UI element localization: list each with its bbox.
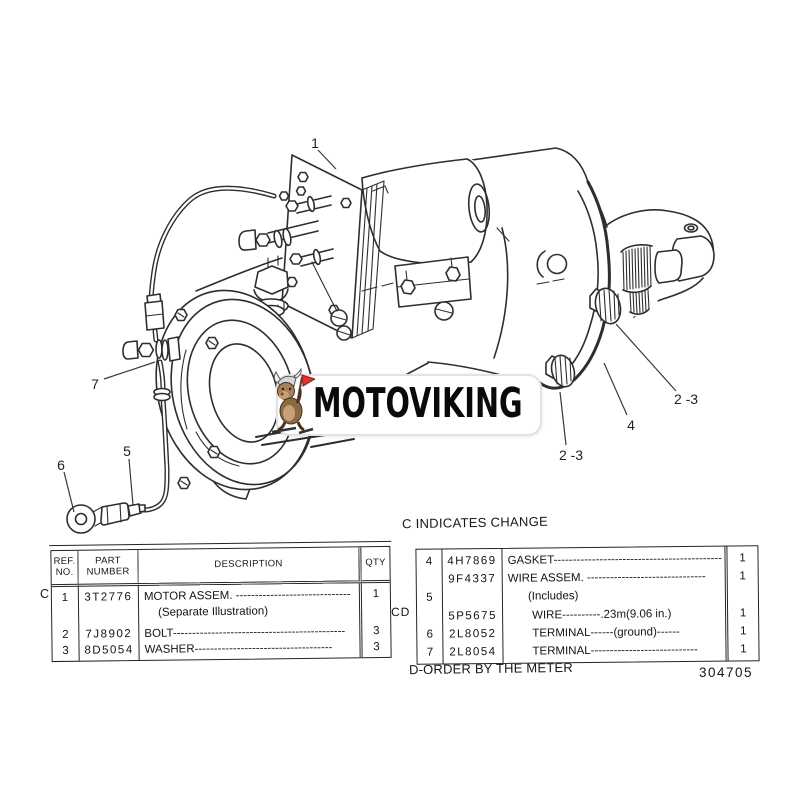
desc-cell: TERMINAL------(ground)------	[532, 625, 680, 640]
desc-cell: (Separate Illustration)	[158, 605, 269, 619]
qty-cell	[731, 586, 755, 604]
header-qty-label: QTY	[365, 557, 386, 569]
column-part: 3T2776 7J8902 8D5054	[78, 586, 140, 661]
motor-line-drawing	[66, 147, 715, 534]
desc-cell: WIRE----------.23m(9.06 in.)	[532, 607, 672, 622]
desc-cell: WIRE ASSEM. ----------------------------…	[507, 570, 706, 586]
header-ref-no: REF. NO.	[51, 550, 79, 588]
header-part-line2: NUMBER	[86, 565, 130, 578]
qty-cell: 3	[373, 625, 380, 638]
desc-cell: MOTOR ASSEM. ---------------------------…	[143, 588, 351, 603]
callout-label-2-3-right: 2 -3	[674, 391, 698, 407]
column-ref: 4 5 6 7	[416, 549, 444, 664]
change-note: C INDICATES CHANGE	[401, 513, 549, 532]
wire-assembly	[122, 185, 277, 513]
column-part: 4H7869 9F4337 5P5675 2L8052 2L8054	[442, 548, 504, 664]
header-description: DESCRIPTION	[138, 547, 362, 587]
pinion-gear	[620, 240, 683, 318]
callout-label-6: 6	[57, 457, 65, 473]
callout-label-7: 7	[91, 376, 99, 392]
column-ref: 1 2 3	[51, 586, 80, 662]
qty-cell: 1	[739, 606, 747, 619]
motoviking-logo: MOTOVIKING	[268, 366, 554, 440]
desc-cell: (Includes)	[527, 590, 579, 603]
ref-cell: 6	[426, 628, 434, 641]
part-cell: 4H7869	[447, 554, 497, 568]
desc-cell: GASKET----------------------------------…	[507, 552, 722, 567]
qty-cell: 3	[373, 641, 380, 654]
ref-cell: 4	[425, 555, 433, 568]
viking-dog-icon	[271, 367, 315, 435]
mounting-plate	[281, 154, 385, 341]
red-flag-icon	[301, 374, 315, 387]
qty-cell: 1	[740, 643, 747, 656]
change-flag-cd: CD	[390, 604, 411, 620]
callout-labels: 1 7 6 5 2 -3 4 2 -3	[57, 135, 698, 473]
parts-table-right: 4 5 6 7 4H7869 9F4337 5P5675 2L8052 2L80…	[415, 545, 760, 665]
solenoid	[361, 158, 510, 321]
gasket-flange-arc	[533, 180, 611, 390]
desc-cell: TERMINAL----------------------------	[532, 643, 698, 658]
ref-cell: 3	[62, 644, 69, 657]
part-cell: 5P5675	[448, 609, 497, 623]
qty-cell: 1	[739, 552, 746, 565]
qty-cell: 1	[372, 588, 380, 601]
part-cell: 2L8054	[449, 645, 497, 659]
qty-cell: 1	[739, 570, 746, 583]
bolt-lower	[545, 354, 576, 388]
part-cell	[82, 605, 135, 622]
qty-cell: 1	[740, 625, 747, 638]
ref-cell: 2	[62, 628, 69, 641]
ref-cell	[55, 606, 75, 622]
drive-housing	[427, 147, 622, 390]
ref-cell: 5	[426, 591, 433, 605]
part-cell: 3T2776	[84, 591, 133, 604]
column-qty: 1 3 3	[362, 583, 391, 657]
part-cell: 8D5054	[84, 644, 134, 657]
column-desc: MOTOR ASSEM. ---------------------------…	[138, 583, 363, 660]
ring-terminal-wire	[66, 502, 146, 534]
logo-text: MOTOVIKING	[313, 379, 523, 427]
header-part-number: PART NUMBER	[78, 550, 139, 587]
ref-cell: 1	[61, 591, 69, 604]
end-cap	[155, 289, 316, 491]
column-desc: GASKET----------------------------------…	[502, 546, 729, 664]
part-cell: 9F4337	[448, 573, 497, 586]
change-flag-c: C	[40, 587, 50, 601]
ref-cell	[420, 571, 439, 589]
parts-table-left: REF. NO. PART NUMBER DESCRIPTION QTY 1 2…	[50, 545, 392, 663]
part-cell: 2L8052	[449, 627, 497, 641]
logo-pill-background	[276, 374, 542, 436]
callout-label-4: 4	[627, 417, 635, 433]
desc-cell: WASHER----------------------------------…	[144, 641, 333, 656]
callout-label-1: 1	[311, 135, 319, 151]
qty-cell	[365, 602, 387, 618]
document-number: 304705	[699, 665, 754, 680]
ref-cell	[420, 607, 439, 625]
callout-leaders	[63, 149, 677, 513]
header-ref-line2: NO.	[55, 566, 74, 578]
header-qty: QTY	[361, 546, 390, 584]
ref-cell: 7	[426, 646, 434, 659]
bolt-upper	[589, 287, 622, 325]
header-desc-label: DESCRIPTION	[214, 558, 283, 571]
column-qty: 1 1 1 1 1	[727, 546, 758, 660]
callout-label-2-3-lower: 2 -3	[559, 447, 583, 463]
part-cell: 7J8902	[85, 628, 133, 641]
callout-label-5: 5	[123, 443, 131, 459]
part-cell	[446, 588, 499, 607]
